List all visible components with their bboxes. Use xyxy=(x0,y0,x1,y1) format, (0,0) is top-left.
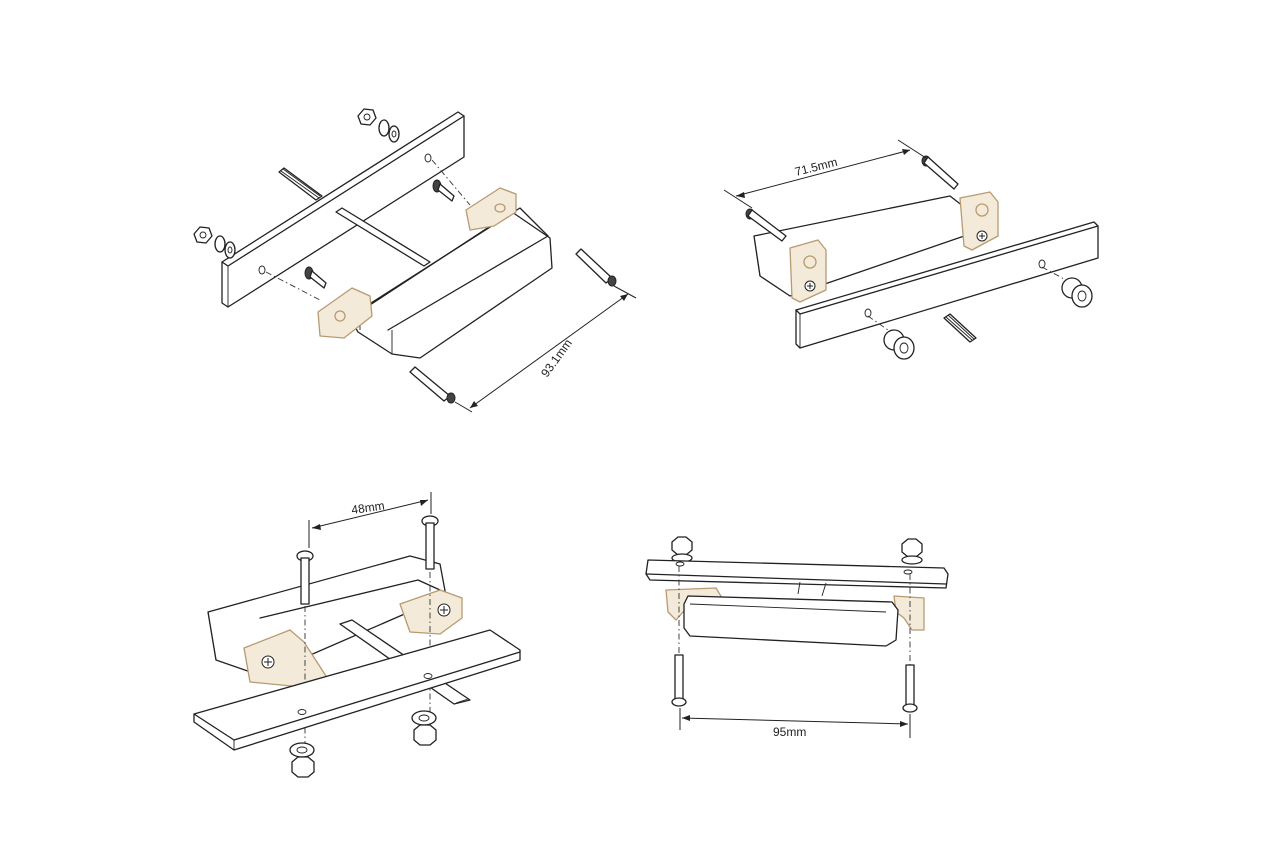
dimension-48mm: 48mm xyxy=(308,492,432,548)
handle-body xyxy=(683,595,899,647)
screw-nut-left xyxy=(883,329,915,360)
dimension-95mm: 95mm xyxy=(679,708,911,739)
nut-washer-lower xyxy=(193,226,236,259)
bracket-upper xyxy=(465,187,517,231)
pin-left xyxy=(745,208,787,242)
nut-washer-right xyxy=(411,710,437,746)
bolt-left xyxy=(296,550,314,605)
bolt-right xyxy=(421,515,439,570)
dimension-label: 95mm xyxy=(773,725,806,739)
dimension-label: 48mm xyxy=(350,498,385,517)
ribbon-cable xyxy=(943,313,977,343)
bracket-lower xyxy=(317,287,373,339)
mounting-plate xyxy=(193,629,521,751)
mounting-plate xyxy=(645,559,949,589)
screw-nut-right xyxy=(1061,277,1093,308)
bolt-right xyxy=(902,664,918,713)
nut-washer-upper xyxy=(357,108,400,143)
bolt-left xyxy=(671,654,687,707)
nut-washer-right xyxy=(901,538,923,565)
bracket-right xyxy=(893,595,925,631)
ribbon-cable xyxy=(797,581,827,597)
mounting-plate xyxy=(795,221,1099,349)
ribbon-cable xyxy=(278,167,323,201)
handle-stem xyxy=(335,207,431,267)
screw-lower xyxy=(304,266,327,289)
pin-left xyxy=(409,366,456,404)
bracket-right xyxy=(399,589,463,635)
pin-right xyxy=(575,248,617,287)
bracket-left xyxy=(789,239,827,303)
bracket-right xyxy=(959,191,999,251)
nut-washer-left xyxy=(671,536,693,563)
pin-right xyxy=(921,155,959,190)
nut-washer-left xyxy=(289,742,315,778)
screw-upper xyxy=(432,179,455,202)
handle-body xyxy=(349,207,553,359)
